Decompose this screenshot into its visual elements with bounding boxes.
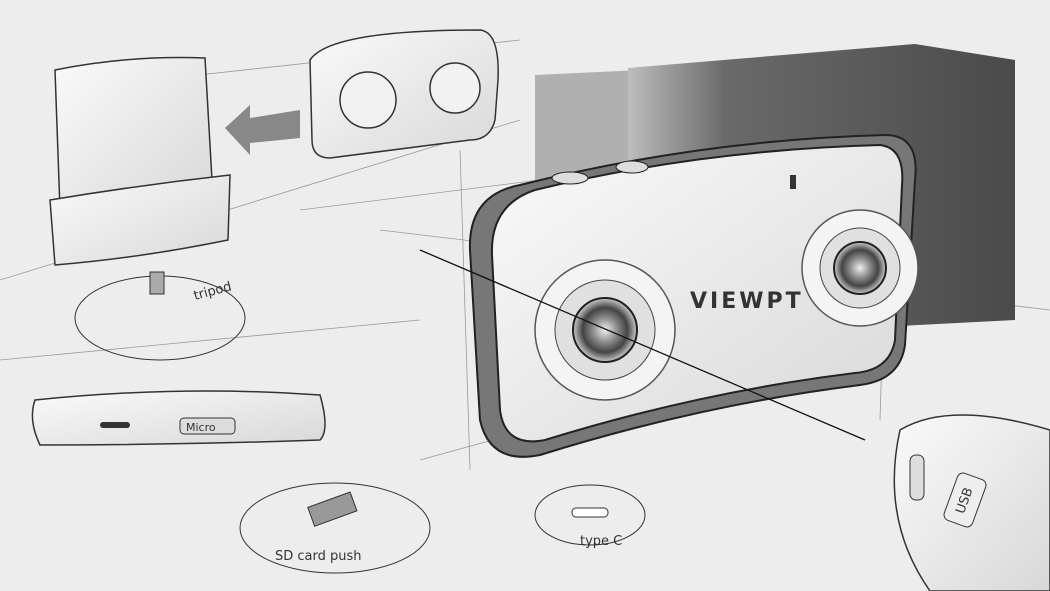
sd-callout [239, 482, 431, 574]
right-lens-icon [833, 241, 887, 295]
label-tripod: tripod [192, 279, 233, 303]
label-type-c: type C [580, 534, 622, 549]
label-micro: Micro [186, 421, 216, 434]
type-c-callout [534, 484, 646, 546]
arrow-left-icon [225, 105, 300, 155]
left-lens-icon [572, 297, 638, 363]
brand-label: VIEWPT [690, 289, 804, 314]
label-sd-card: SD card push [275, 549, 362, 564]
dock-sketch [49, 29, 499, 266]
side-view-sketch [31, 390, 326, 446]
main-camera-body [419, 133, 919, 458]
